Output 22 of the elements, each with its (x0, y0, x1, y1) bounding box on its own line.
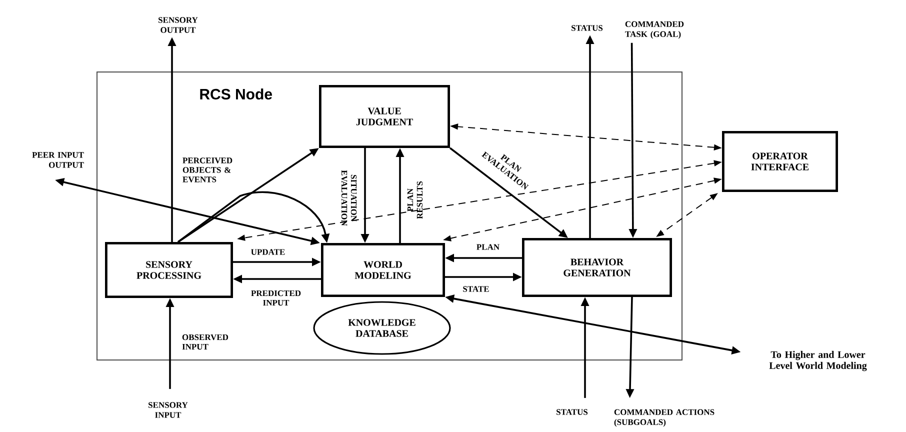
edge-label: PLAN (476, 244, 500, 250)
edge-label: UPDATE (251, 249, 285, 255)
edge-label: PLAN RESULTS (407, 181, 423, 219)
signal-label: To Higher and Lower Level World Modeling (769, 350, 867, 372)
process-box: WORLD MODELING (321, 243, 445, 297)
process-box: SENSORY PROCESSING (105, 242, 233, 298)
process-box: OPERATOR INTERFACE (722, 131, 838, 192)
edge-label: STATE (463, 286, 489, 292)
signal-label: PEER INPUT OUTPUT (32, 152, 84, 168)
process-box: VALUE JUDGMENT (319, 85, 450, 148)
arrow (177, 191, 330, 243)
signal-label: STATUS (572, 25, 603, 31)
edge-label: SITUATION EVALUATION (341, 170, 357, 226)
signal-label: SENSORY OUTPUT (158, 17, 198, 33)
signal-label: COMMANDED TASK (GOAL) (625, 21, 684, 39)
edge-label: PERCEIVED OBJECTS & EVENTS (182, 158, 232, 182)
signal-label: STATUS (556, 409, 588, 415)
process-box: BEHAVIOR GENERATION (522, 238, 672, 297)
signal-label: SENSORY INPUT (148, 402, 188, 418)
edge-label: OBSERVED INPUT (182, 334, 228, 350)
edge-label: PREDICTED INPUT (251, 290, 301, 306)
signal-label: COMMANDED ACTIONS (SUBGOALS) (614, 409, 714, 427)
